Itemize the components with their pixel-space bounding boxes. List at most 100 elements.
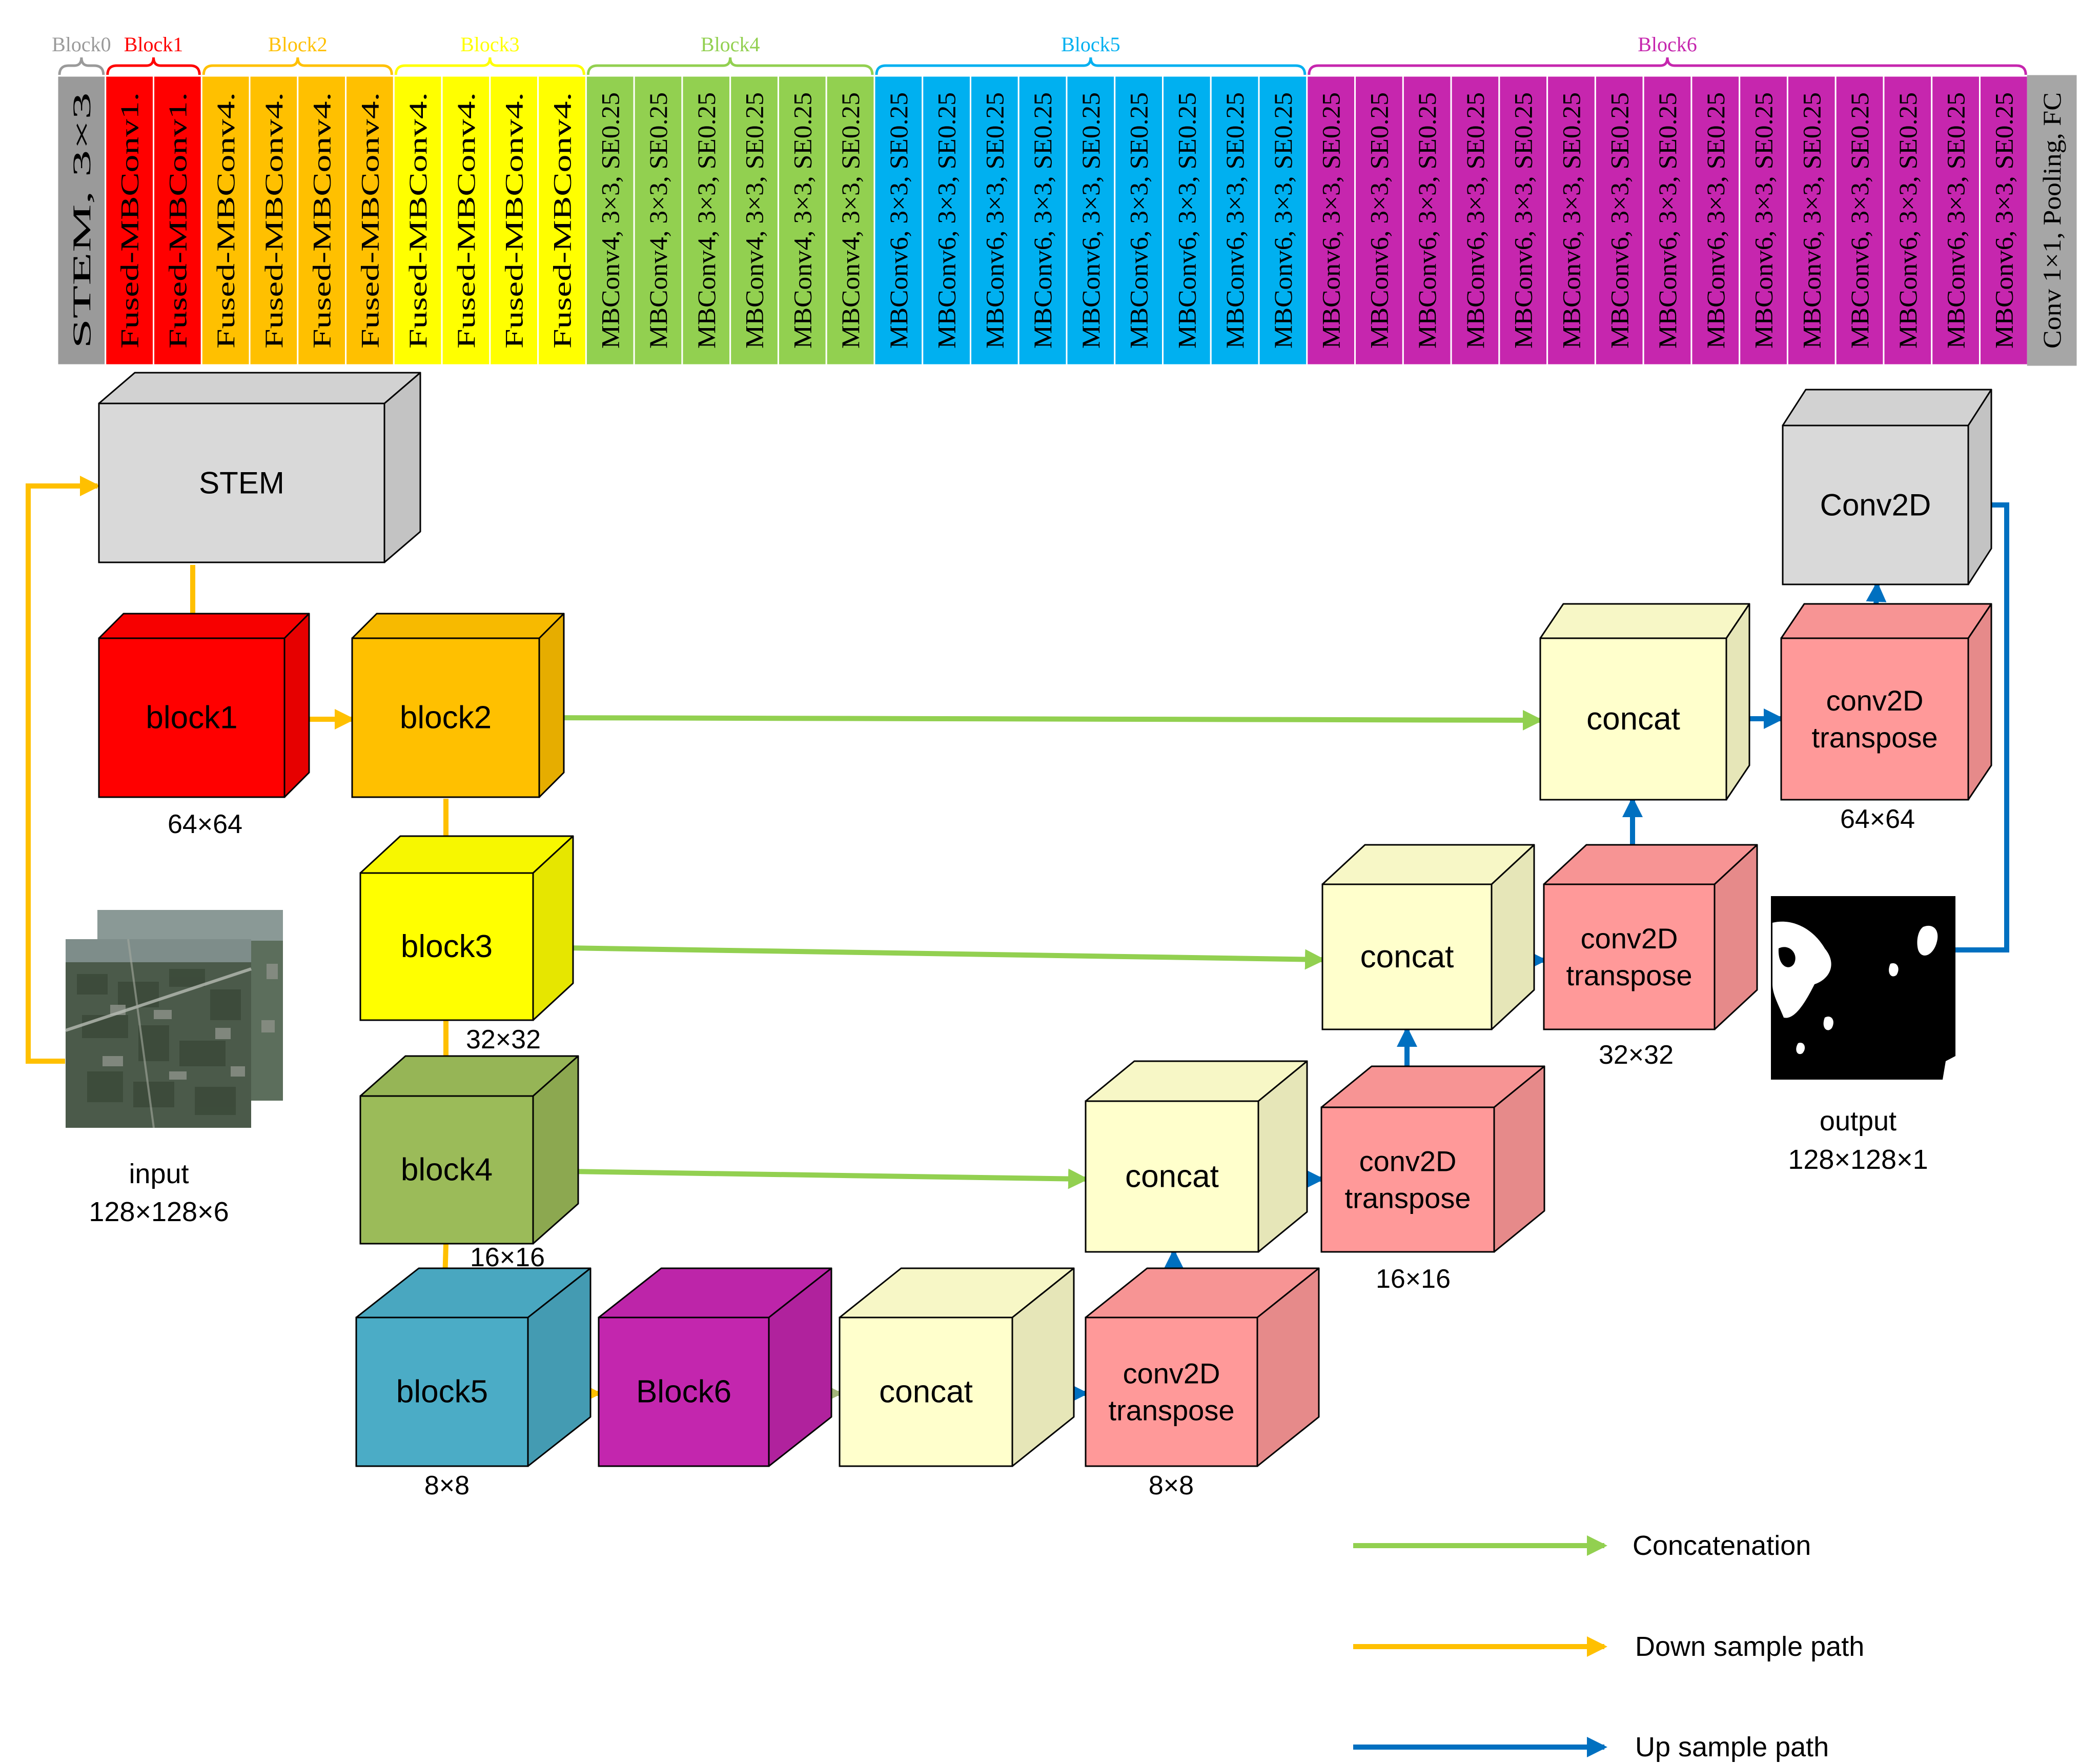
node-label: block1 [146,700,237,736]
layer-cell: MBConv6, 3×3, SE0.25 [1306,75,1356,366]
layer-cell: Fused-MBConv4. [489,75,539,366]
layer-cell-label: Fused-MBConv1. [163,92,192,349]
node-label: transpose [1812,721,1938,754]
group-brace [875,57,1307,75]
node-block5: block5 [355,1267,592,1467]
layer-cell: MBConv6, 3×3, SE0.25 [1642,75,1692,366]
group-label: Block6 [1638,33,1697,56]
output-shape: 128×128×1 [1788,1144,1928,1175]
layer-cell: MBConv6, 3×3, SE0.25 [922,75,971,366]
layer-cell: Fused-MBConv1. [153,75,202,366]
layer-cell-label: MBConv6, 3×3, SE0.25 [1364,92,1393,349]
layer-cell: MBConv6, 3×3, SE0.25 [1834,75,1885,366]
layer-cell: MBConv6, 3×3, SE0.25 [1498,75,1548,366]
size-label-64-up: 64×64 [1840,804,1915,834]
node-label: conv2D [1826,684,1924,717]
layer-cell-label: MBConv6, 3×3, SE0.25 [1605,92,1634,349]
size-label-16-up: 16×16 [1376,1264,1451,1294]
layer-cell: MBConv6, 3×3, SE0.25 [1066,75,1116,366]
layer-cell: MBConv4, 3×3, SE0.25 [681,75,731,366]
legend-up-label: Up sample path [1635,1732,1829,1762]
layer-cell: Fused-MBConv4. [200,75,251,366]
layer-cell: MBConv6, 3×3, SE0.25 [1450,75,1500,366]
layer-cell: Fused-MBConv1. [105,75,155,366]
group-brace [586,57,874,75]
layer-cell-label: MBConv6, 3×3, SE0.25 [1220,92,1249,349]
layer-cell-label: Fused-MBConv4. [452,92,480,349]
layer-cell-label: STEM, 3×3 [67,92,96,349]
layer-cell-label: MBConv6, 3×3, SE0.25 [1028,92,1057,349]
layer-cell-label: Fused-MBConv4. [211,92,240,349]
layer-cell-label: MBConv6, 3×3, SE0.25 [1269,92,1297,349]
size-label-8-up: 8×8 [1149,1471,1194,1501]
node-label: transpose [1566,959,1692,991]
layer-cell-label: MBConv6, 3×3, SE0.25 [1317,92,1345,349]
down-arrow-input-to-stem [26,476,100,1064]
layer-cell: MBConv4, 3×3, SE0.25 [633,75,683,366]
layer-cell: Fused-MBConv4. [537,75,587,366]
node-conv2d: Conv2D [1782,389,1992,585]
layer-cell-label: Fused-MBConv4. [403,92,432,349]
node-label: transpose [1109,1394,1235,1426]
node-label: Block6 [636,1374,731,1410]
layer-cell-label: MBConv4, 3×3, SE0.25 [644,92,672,349]
node-label: block4 [401,1152,493,1188]
node-stem: STEM [98,372,421,563]
layer-cell: MBConv4, 3×3, SE0.25 [729,75,779,366]
layer-cell: MBConv6, 3×3, SE0.25 [1114,75,1164,366]
group-brace [1308,57,2027,75]
node-label: concat [879,1374,973,1410]
node-label: concat [1360,939,1454,975]
layer-cell-label: MBConv6, 3×3, SE0.25 [884,92,913,349]
blocks: STEM block1 block2 block3 block4 block5 Block6… [98,372,1992,1467]
node-block4: block4 [359,1055,579,1245]
group-label: Block4 [701,33,760,56]
layer-cell: Fused-MBConv4. [441,75,491,366]
node-concat-64: concat [1539,603,1750,801]
layer-cell-label: MBConv6, 3×3, SE0.25 [1172,92,1201,349]
layer-cell: MBConv6, 3×3, SE0.25 [969,75,1019,366]
layer-cell: Fused-MBConv4. [297,75,347,366]
layer-cell: MBConv6, 3×3, SE0.25 [1883,75,1933,366]
layer-cell: MBConv6, 3×3, SE0.25 [1979,75,2029,366]
output-mask-image [1771,896,1955,1080]
layer-cell-label: MBConv6, 3×3, SE0.25 [1413,92,1441,349]
layer-cell-label: Fused-MBConv1. [115,92,144,349]
legend-down-label: Down sample path [1635,1631,1864,1662]
node-concat-8: concat [839,1267,1075,1467]
layer-cell-label: MBConv6, 3×3, SE0.25 [980,92,1009,349]
node-label: concat [1586,701,1680,737]
layer-cell-label: Fused-MBConv4. [548,92,577,349]
layer-cell-label: MBConv6, 3×3, SE0.25 [1989,92,2018,349]
size-label-8-left: 8×8 [424,1471,470,1501]
node-label: block5 [396,1374,488,1410]
node-concat-16: concat [1085,1060,1308,1253]
layer-cell: MBConv6, 3×3, SE0.25 [1594,75,1644,366]
node-label: block3 [401,929,493,964]
size-label-64-left: 64×64 [168,809,242,839]
layer-cell-label: MBConv6, 3×3, SE0.25 [1845,92,1874,349]
layer-cell-label: MBConv6, 3×3, SE0.25 [1797,92,1826,349]
layer-cell-label: MBConv6, 3×3, SE0.25 [1461,92,1490,349]
concat-arrow-block3 [533,945,1326,970]
layer-cell-label: MBConv6, 3×3, SE0.25 [932,92,961,349]
layer-cell: MBConv6, 3×3, SE0.25 [1210,75,1260,366]
layer-cell-label: Fused-MBConv4. [355,92,384,349]
layer-cell-label: MBConv4, 3×3, SE0.25 [596,92,624,349]
size-label-32-up: 32×32 [1599,1040,1674,1070]
layer-cell: MBConv6, 3×3, SE0.25 [1258,75,1308,366]
layer-cell-label: MBConv6, 3×3, SE0.25 [1701,92,1730,349]
input-label: input [129,1159,189,1189]
group-brace [106,57,201,75]
layer-cell: MBConv4, 3×3, SE0.25 [825,75,875,366]
group-brace [394,57,585,75]
size-labels: 64×64 32×32 16×16 8×8 8×8 16×16 32×32 64… [168,804,1915,1501]
layer-cell: MBConv6, 3×3, SE0.25 [1690,75,1741,366]
input-satellite-image [65,910,283,1128]
layer-cell: MBConv4, 3×3, SE0.25 [585,75,635,366]
layer-cell: Fused-MBConv4. [393,75,443,366]
node-label: block2 [400,700,492,736]
